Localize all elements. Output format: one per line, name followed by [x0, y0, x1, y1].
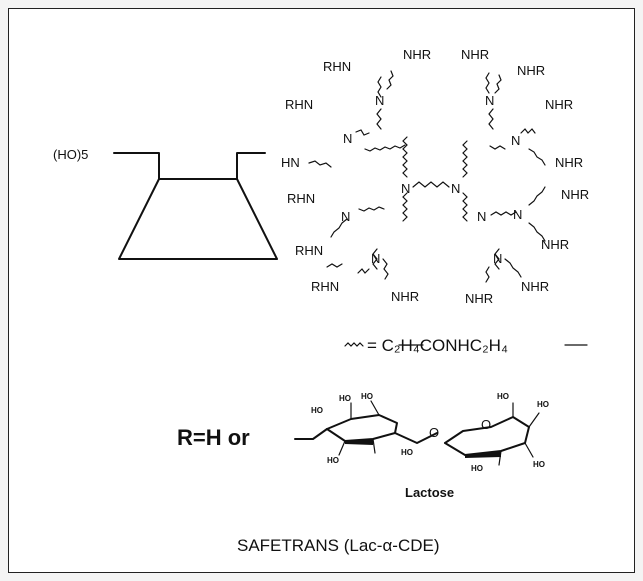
amine-label: RHN [285, 97, 313, 112]
amine-label: NHR [545, 97, 573, 112]
hydroxyl-label: HO [401, 448, 413, 457]
amine-label: NHR [561, 187, 589, 202]
nitrogen-label: N [493, 251, 502, 266]
hydroxyl-label: HO [471, 464, 483, 473]
cd-hydroxyl-label: (HO)5 [53, 147, 88, 162]
hydroxyl-label: HO [311, 406, 323, 415]
cyclodextrin-ring [113, 152, 278, 260]
nitrogen-label: N [511, 133, 520, 148]
structure-drawing: (HO)5 [53, 47, 589, 555]
hydroxyl-label: HO [533, 460, 545, 469]
amine-label: NHR [517, 63, 545, 78]
nitrogen-label: N [477, 209, 486, 224]
nitrogen-label: N [513, 207, 522, 222]
nitrogen-label: N [343, 131, 352, 146]
hydroxyl-label: HO [327, 456, 339, 465]
ring-oxygen: O [429, 425, 439, 440]
nitrogen-label: N [401, 181, 410, 196]
amine-label: NHR [541, 237, 569, 252]
r-definition: R=H or [177, 425, 250, 450]
nitrogen-label: N [485, 93, 494, 108]
amine-hn-label: HN [281, 155, 300, 170]
amine-label: NHR [555, 155, 583, 170]
hydroxyl-label: HO [361, 392, 373, 401]
amine-label: NHR [521, 279, 549, 294]
lactose-structure: O O [294, 400, 540, 466]
nitrogen-label: N [451, 181, 460, 196]
amine-label: RHN [287, 191, 315, 206]
hydroxyl-label: HO [537, 400, 549, 409]
amine-label: NHR [465, 291, 493, 306]
lactose-label: Lactose [405, 485, 454, 500]
nitrogen-label: N [371, 251, 380, 266]
amine-label: NHR [461, 47, 489, 62]
hydroxyl-label: HO [339, 394, 351, 403]
linker-formula: = C₂H₄CONHC₂H₄ [367, 336, 508, 355]
ring-oxygen: O [481, 417, 491, 432]
nitrogen-label: N [375, 93, 384, 108]
amine-label: RHN [323, 59, 351, 74]
amine-label: NHR [403, 47, 431, 62]
amine-label: RHN [311, 279, 339, 294]
wavy-bond-symbol [344, 342, 364, 347]
amine-label: NHR [391, 289, 419, 304]
nitrogen-label: N [341, 209, 350, 224]
figure-caption: SAFETRANS (Lac-α-CDE) [237, 536, 440, 555]
dendrimer-bonds [308, 70, 546, 283]
amine-label: RHN [295, 243, 323, 258]
chemical-structure-figure: (HO)5 [8, 8, 635, 573]
hydroxyl-label: HO [497, 392, 509, 401]
